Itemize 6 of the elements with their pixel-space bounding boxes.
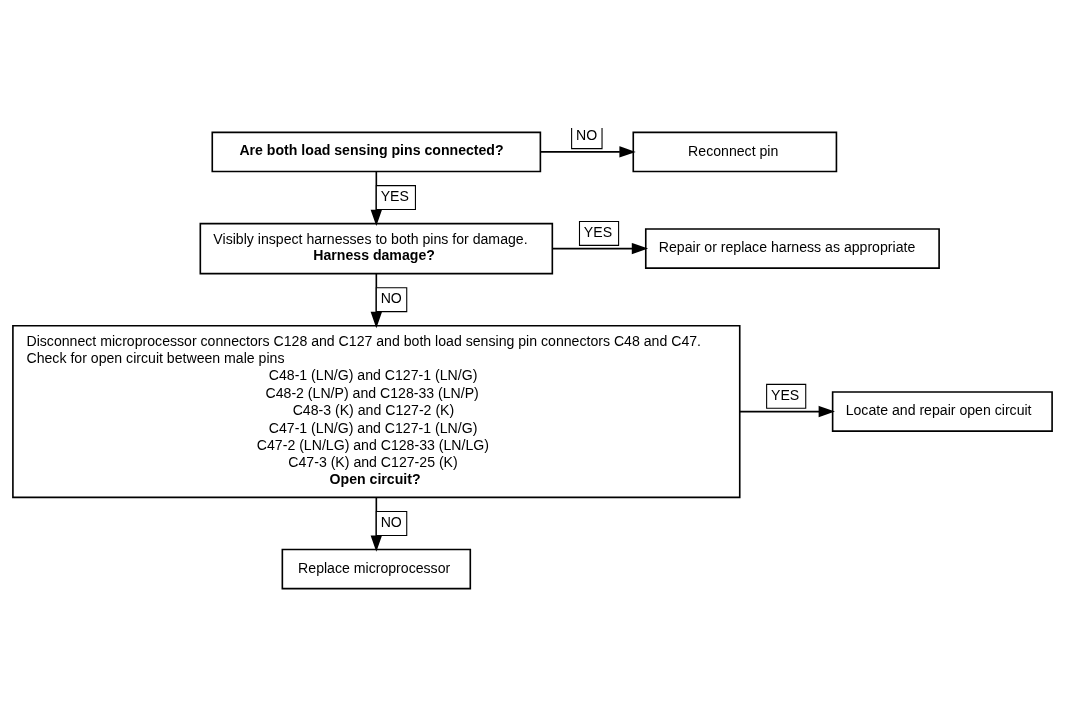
edge-label: NO	[380, 514, 402, 531]
edge-label: NO	[575, 127, 598, 144]
edge-label: NO	[380, 290, 402, 307]
edge-label: YES	[583, 224, 613, 241]
edge-label: YES	[380, 188, 409, 205]
edge-label: YES	[770, 387, 800, 404]
